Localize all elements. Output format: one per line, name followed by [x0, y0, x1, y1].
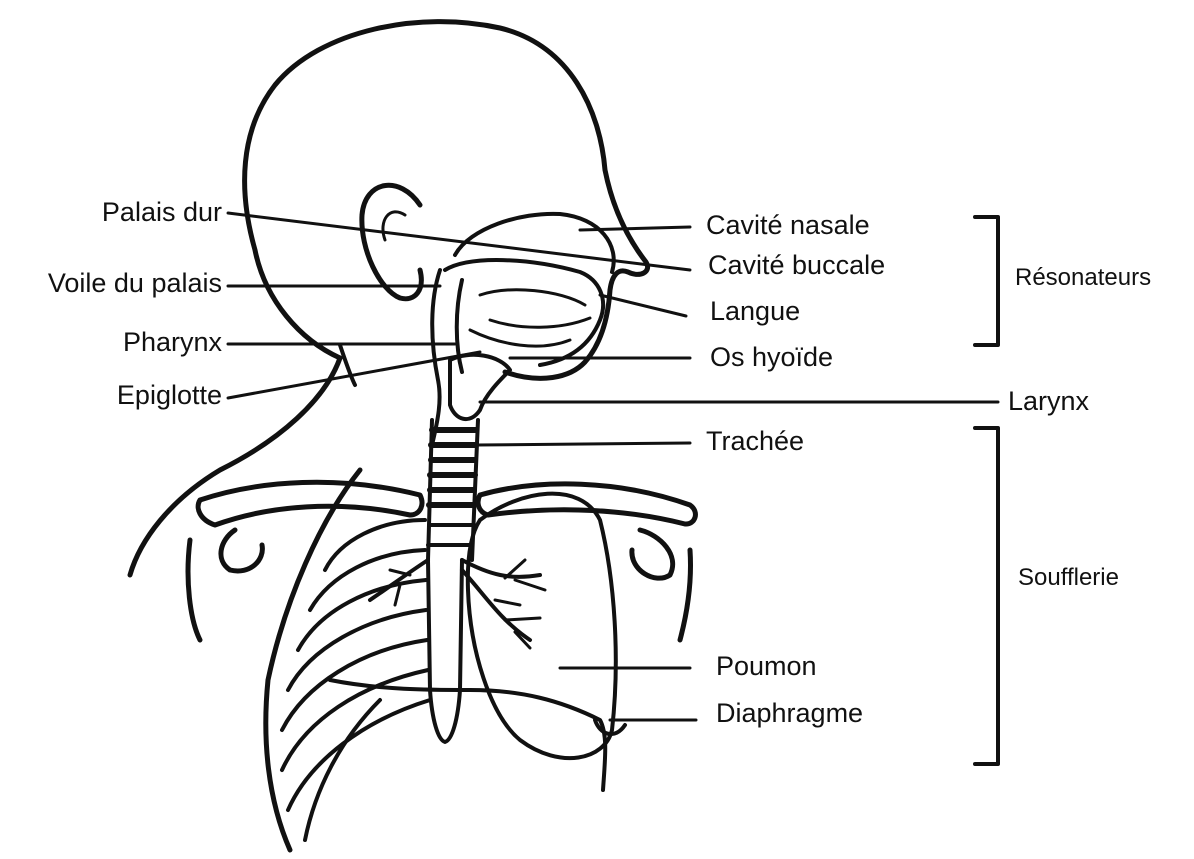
tongue — [470, 330, 570, 346]
label-os-hyoide: Os hyoïde — [710, 344, 833, 371]
group-label-resonateurs: Résonateurs — [1015, 266, 1151, 290]
bracket-bellows — [975, 428, 998, 764]
label-cavite-nasale: Cavité nasale — [706, 212, 870, 239]
label-langue: Langue — [710, 298, 800, 325]
label-voile-du-palais: Voile du palais — [48, 270, 222, 297]
diaphragm — [330, 680, 605, 790]
bracket-resonators — [975, 217, 998, 345]
sternum — [428, 560, 462, 742]
label-cavite-buccale: Cavité buccale — [708, 252, 885, 279]
label-epiglotte: Epiglotte — [117, 382, 222, 409]
group-label-soufflerie: Soufflerie — [1018, 566, 1119, 590]
label-larynx: Larynx — [1008, 388, 1089, 415]
label-trachee: Trachée — [706, 428, 804, 455]
bronchi — [370, 560, 545, 648]
clavicle-left — [198, 482, 422, 525]
ribcage — [266, 470, 430, 850]
head-outline — [245, 22, 648, 379]
leader-lines — [228, 213, 998, 720]
label-pharynx: Pharynx — [123, 329, 222, 356]
label-diaphragme: Diaphragme — [716, 700, 863, 727]
label-poumon: Poumon — [716, 653, 817, 680]
label-palais-dur: Palais dur — [102, 199, 222, 226]
oral-cavity — [445, 260, 603, 365]
ear — [362, 185, 421, 298]
